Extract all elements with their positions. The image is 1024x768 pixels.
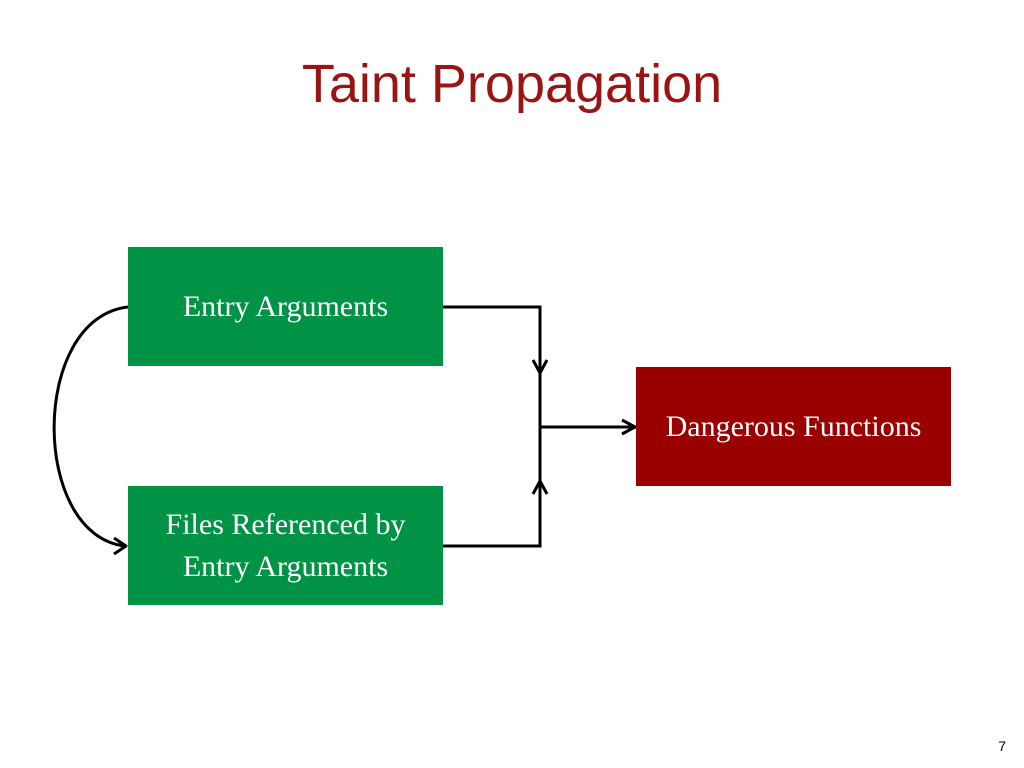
edge-files-to-merge	[443, 481, 542, 548]
node-dangerous-functions: Dangerous Functions	[636, 367, 951, 486]
arrowhead-entry-down	[531, 359, 549, 375]
edge-entry-to-merge	[443, 305, 542, 372]
arrowhead-files-up	[531, 479, 549, 495]
edge-entry-to-files	[52, 305, 129, 548]
arrowhead-files	[113, 536, 128, 556]
node-files-referenced-label: Files Referenced by Entry Arguments	[165, 507, 406, 583]
node-entry-arguments: Entry Arguments	[128, 247, 443, 366]
node-files-referenced: Files Referenced by Entry Arguments	[128, 486, 443, 605]
slide-title: Taint Propagation	[301, 54, 723, 114]
page-number: 7	[998, 738, 1006, 754]
node-entry-arguments-label: Entry Arguments	[182, 289, 389, 323]
node-dangerous-functions-label: Dangerous Functions	[665, 409, 922, 443]
arrowhead-danger	[621, 418, 637, 436]
